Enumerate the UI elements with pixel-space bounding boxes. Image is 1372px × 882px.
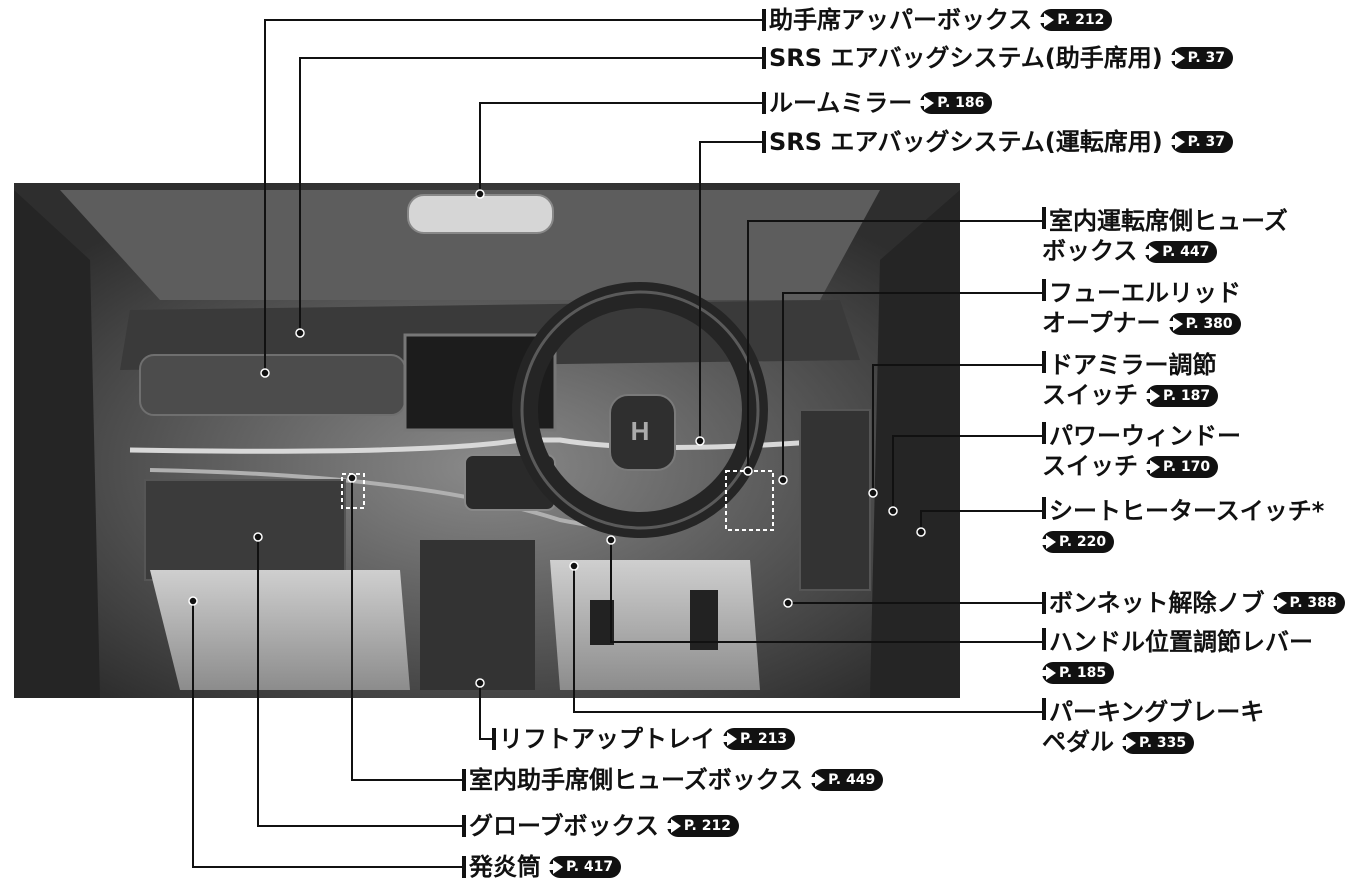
arrow-icon <box>1164 317 1183 331</box>
page-ref-badge[interactable]: P. 186 <box>916 92 993 114</box>
leader-dots <box>188 189 926 688</box>
page-ref-badge[interactable]: P. 37 <box>1166 47 1234 69</box>
label-bonnet: ボンネット解除ノブ P. 388 <box>1042 588 1345 618</box>
arrow-icon <box>1036 13 1055 27</box>
page-ref-badge[interactable]: P. 380 <box>1164 313 1241 335</box>
page-ref-badge[interactable]: P. 388 <box>1268 592 1345 614</box>
leader-lines <box>192 19 1045 868</box>
label-steering-lever: ハンドル位置調節レバー P. 185 <box>1038 627 1313 687</box>
page-ref-badge[interactable]: P. 335 <box>1118 732 1195 754</box>
arrow-icon <box>1142 460 1160 474</box>
arrow-icon <box>1166 51 1185 65</box>
label-airbag-driver: SRS エアバッグシステム(運転席用) P. 37 <box>762 127 1234 157</box>
page-ref-badge[interactable]: P. 447 <box>1141 241 1218 263</box>
arrow-icon <box>1038 666 1056 680</box>
page-ref-badge[interactable]: P. 417 <box>545 856 622 878</box>
arrow-icon <box>1268 596 1287 610</box>
arrow-icon <box>916 96 935 110</box>
label-seat-heater: シートヒータースイッチ* P. 220 <box>1038 496 1324 556</box>
room-mirror-shape <box>407 194 554 234</box>
page-ref-badge[interactable]: P. 170 <box>1142 456 1219 478</box>
arrow-icon <box>1142 389 1160 403</box>
label-upper-box: 助手席アッパーボックス P. 212 <box>762 5 1113 35</box>
arrow-icon <box>1166 135 1185 149</box>
svg-text:H: H <box>631 416 650 446</box>
page-ref-badge[interactable]: P. 212 <box>662 815 739 837</box>
page-ref-badge[interactable]: P. 213 <box>719 728 796 750</box>
arrow-icon <box>807 773 826 787</box>
page-ref-badge[interactable]: P. 449 <box>807 769 884 791</box>
label-room-mirror: ルームミラー P. 186 <box>762 88 993 118</box>
page-ref-badge[interactable]: P. 220 <box>1038 531 1115 553</box>
page-ref-badge[interactable]: P. 187 <box>1142 385 1219 407</box>
page-ref-badge[interactable]: P. 185 <box>1038 662 1115 684</box>
arrow-icon <box>1141 245 1160 259</box>
arrow-icon <box>545 860 563 874</box>
page-ref-badge[interactable]: P. 212 <box>1036 9 1113 31</box>
arrow-icon <box>719 732 737 746</box>
page-ref-badge[interactable]: P. 37 <box>1166 131 1234 153</box>
label-lift-tray: リフトアップトレイ P. 213 <box>492 724 796 754</box>
arrow-icon <box>662 819 681 833</box>
arrow-icon <box>1038 535 1056 549</box>
arrow-icon <box>1118 736 1136 750</box>
interior-photo: H <box>14 183 960 698</box>
label-glove-box: グローブボックス P. 212 <box>462 811 739 841</box>
label-flare: 発炎筒 P. 417 <box>462 852 622 882</box>
label-airbag-passenger: SRS エアバッグシステム(助手席用) P. 37 <box>762 43 1234 73</box>
label-passenger-fuse: 室内助手席側ヒューズボックス P. 449 <box>462 765 884 795</box>
